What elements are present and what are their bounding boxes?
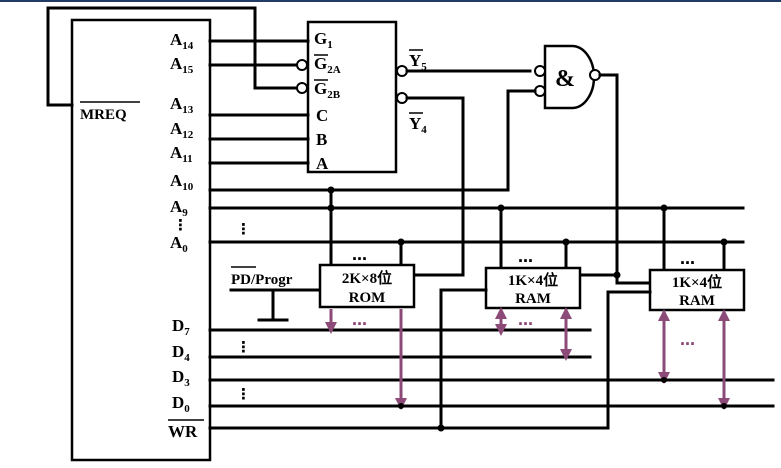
wr-ram1-line	[439, 288, 488, 430]
rom-addr-ellipsis: …	[352, 246, 367, 264]
ellipsis-vertical: ⋮	[173, 216, 188, 234]
mreq-line	[46, 6, 307, 107]
ram1-chip-label-1: 1K×4位	[508, 271, 558, 289]
junction-dot	[327, 204, 335, 212]
rom-chip	[318, 263, 416, 309]
ram2-addr-ellipsis: …	[680, 250, 695, 268]
data-bus-ellipsis-2: ⋮	[236, 385, 251, 403]
pin-d3: D3	[172, 367, 190, 389]
pin-a9: A9	[170, 197, 188, 219]
rom-data-ellipsis: …	[352, 311, 367, 329]
cpu-block	[70, 18, 212, 462]
junction-dot	[613, 271, 621, 279]
and-in1-bubble	[534, 65, 546, 77]
junction-dot	[661, 377, 667, 383]
junction-dot	[562, 238, 570, 246]
junction-dot	[497, 204, 505, 212]
pin-wr: WR	[168, 422, 198, 441]
addr-bus-ellipsis: ⋮	[236, 220, 251, 238]
junction-dot	[437, 424, 445, 432]
decoder-b: B	[316, 130, 327, 149]
junction-dot	[327, 186, 335, 194]
pin-mreq: MREQ	[80, 107, 127, 123]
junction-dot	[397, 238, 405, 246]
and-symbol: &	[555, 66, 575, 92]
decoder-g2a: G2A	[314, 54, 341, 76]
junction-dot	[660, 204, 668, 212]
pin-a12: A12	[170, 119, 194, 141]
pin-a0: A0	[170, 233, 188, 255]
ram2-chip-label-2: RAM	[679, 293, 715, 309]
pin-a15: A15	[170, 54, 194, 76]
ram2-data-ellipsis: …	[680, 331, 695, 349]
pin-a13: A13	[170, 94, 194, 116]
top-border	[0, 0, 781, 2]
junction-dot	[398, 403, 404, 409]
pin-d4: D4	[172, 342, 190, 364]
g2b-bubble	[296, 82, 308, 94]
ram1-chip	[484, 266, 582, 310]
decoder-g2b: G2B	[314, 79, 341, 101]
pin-d7: D7	[172, 316, 190, 338]
pd-progr-label: PD/Progr	[231, 272, 293, 288]
ram1-addr-ellipsis: …	[518, 248, 533, 266]
decoder-y5: Y5	[409, 51, 427, 73]
decoder-c: C	[316, 106, 328, 125]
ram2-chip	[648, 268, 746, 312]
decoder-a: A	[316, 154, 329, 173]
and-out-line	[598, 73, 652, 285]
data-bus-ellipsis: ⋮	[236, 338, 251, 356]
rom-chip-label-1: 2K×8位	[342, 269, 392, 287]
pin-a14: A14	[170, 30, 194, 52]
decoder-y4: Y4	[409, 114, 427, 136]
ram2-chip-label-1: 1K×4位	[672, 273, 722, 291]
wr-ram2-line	[606, 290, 652, 430]
pin-a11: A11	[170, 143, 193, 165]
pin-d0: D0	[172, 393, 190, 415]
junction-dot	[721, 403, 727, 409]
junction-dot	[720, 238, 728, 246]
pd-progr-line	[229, 288, 275, 320]
ram1-data-ellipsis: …	[518, 311, 533, 329]
decoder-g1: G1	[314, 29, 333, 51]
g2a-bubble	[296, 59, 308, 71]
rom-chip-label-2: ROM	[349, 290, 386, 306]
y4-to-rom-line	[405, 96, 465, 277]
pin-a10: A10	[170, 171, 194, 193]
ram1-chip-label-2: RAM	[515, 291, 551, 307]
decoder-74ls138	[306, 20, 398, 174]
a10-line	[208, 89, 537, 192]
